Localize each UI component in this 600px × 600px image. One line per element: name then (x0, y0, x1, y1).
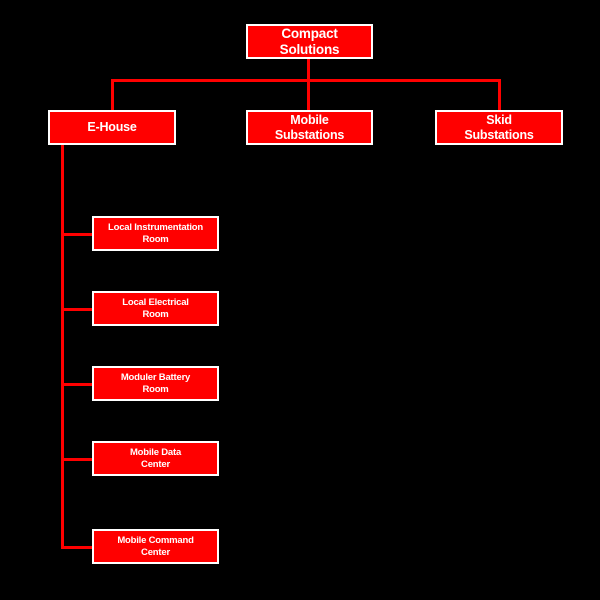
connector-drop-skid-substations (498, 79, 501, 112)
connector-root-drop (307, 58, 310, 82)
connector-branch-local-electrical-room (61, 308, 93, 311)
node-label-local-instrumentation-room: Local Instrumentation Room (107, 222, 204, 245)
node-label-skid-substations: Skid Substations (464, 112, 534, 142)
node-label-moduler-battery-room: Moduler Battery Room (120, 372, 191, 395)
connector-drop-e-house (111, 79, 114, 112)
node-mobile-command-center[interactable]: Mobile Command Center (92, 529, 219, 564)
node-compact-solutions[interactable]: Compact Solutions (246, 24, 373, 59)
node-label-mobile-command-center: Mobile Command Center (117, 535, 194, 558)
connector-branch-local-instrumentation-room (61, 233, 93, 236)
connector-drop-mobile-substations (307, 79, 310, 112)
node-label-e-house: E-House (87, 120, 137, 135)
node-local-electrical-room[interactable]: Local Electrical Room (92, 291, 219, 326)
node-label-mobile-substations: Mobile Substations (274, 112, 345, 142)
connector-branch-moduler-battery-room (61, 383, 93, 386)
connector-level2-bus (111, 79, 501, 82)
node-skid-substations[interactable]: Skid Substations (435, 110, 563, 145)
node-label-local-electrical-room: Local Electrical Room (122, 297, 189, 320)
node-label-compact-solutions: Compact Solutions (279, 25, 340, 57)
connector-branch-mobile-command-center (61, 546, 93, 549)
node-moduler-battery-room[interactable]: Moduler Battery Room (92, 366, 219, 401)
node-mobile-substations[interactable]: Mobile Substations (246, 110, 373, 145)
node-label-mobile-data-center: Mobile Data Center (129, 447, 182, 470)
node-mobile-data-center[interactable]: Mobile Data Center (92, 441, 219, 476)
connector-e-house-spine (61, 144, 64, 549)
node-local-instrumentation-room[interactable]: Local Instrumentation Room (92, 216, 219, 251)
node-e-house[interactable]: E-House (48, 110, 176, 145)
connector-branch-mobile-data-center (61, 458, 93, 461)
